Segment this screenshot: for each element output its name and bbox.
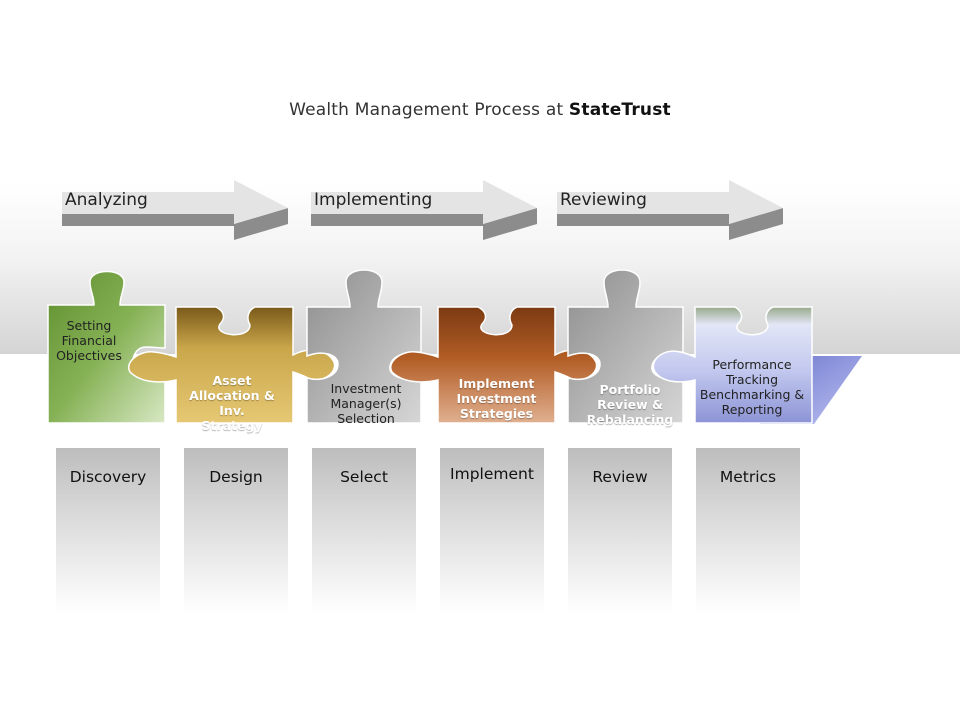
arrow-icon [62,180,288,240]
stage-label: Discovery [69,468,147,486]
puzzle-piece-performance-tracking [652,306,813,424]
stage-column-discovery: Discovery [56,448,160,614]
arrow-icon [557,180,783,240]
phase-arrow-analyzing: Analyzing [62,178,294,240]
stage-label: Select [340,468,388,486]
stage-label: Metrics [719,468,777,486]
phase-label: Reviewing [560,190,647,210]
stage-column-implement: Implement [440,448,544,614]
brand-name: StateTrust [568,100,671,120]
phase-arrow-implementing: Implementing [311,178,543,240]
arrow-icon [311,180,537,240]
stage-label: Implement [450,465,534,483]
stage-label: Review [592,468,648,486]
stage-column-select: Select [312,448,416,614]
phase-label: Analyzing [65,190,148,210]
phase-arrow-reviewing: Reviewing [557,178,789,240]
page-title: Wealth Management Process at StateTrust [289,100,671,120]
stage-column-design: Design [184,448,288,614]
stage-label: Design [209,468,263,486]
stage-column-review: Review [568,448,672,614]
stage-column-metrics: Metrics [696,448,800,614]
phase-label: Implementing [314,190,433,210]
